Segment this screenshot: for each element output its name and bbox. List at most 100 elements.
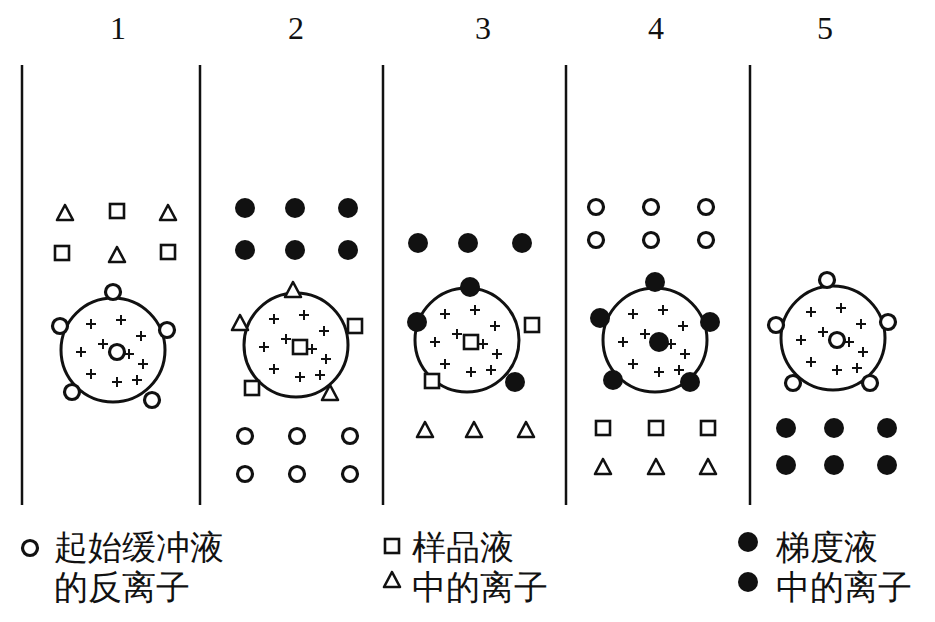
gradient-ion bbox=[235, 240, 255, 260]
fixed-charge bbox=[430, 337, 440, 347]
sample-ion-triangle bbox=[417, 422, 433, 437]
sample-ion-square bbox=[293, 340, 307, 354]
gradient-ion bbox=[285, 198, 305, 218]
gradient-ion bbox=[824, 418, 844, 438]
gradient-ion bbox=[680, 372, 700, 392]
exchanger-bead bbox=[603, 288, 707, 392]
gradient-ion bbox=[738, 532, 758, 552]
gradient-ion bbox=[776, 418, 796, 438]
buffer-counter-ion bbox=[699, 233, 714, 248]
buffer-counter-ion bbox=[106, 285, 121, 300]
buffer-counter-ion bbox=[290, 467, 305, 482]
fixed-charge bbox=[806, 307, 816, 317]
sample-ion-square bbox=[110, 204, 124, 218]
step-number: 1 bbox=[110, 12, 126, 44]
fixed-charge bbox=[76, 347, 86, 357]
exchanger-bead bbox=[781, 286, 885, 390]
sample-ion-square bbox=[55, 246, 69, 260]
gradient-ion bbox=[338, 198, 358, 218]
fixed-charge bbox=[136, 331, 146, 341]
step-number: 5 bbox=[817, 12, 833, 44]
fixed-charge bbox=[319, 326, 329, 336]
fixed-charge bbox=[858, 347, 868, 357]
sample-ion-triangle bbox=[700, 459, 716, 474]
sample-ion-square bbox=[425, 374, 439, 388]
fixed-charge bbox=[618, 337, 628, 347]
column-divider bbox=[21, 65, 24, 505]
fixed-charge bbox=[299, 310, 309, 320]
fixed-charge bbox=[307, 344, 317, 354]
sample-ion-square bbox=[245, 381, 259, 395]
gradient-ion bbox=[645, 272, 665, 292]
fixed-charge bbox=[486, 365, 496, 375]
gradient-ion bbox=[338, 240, 358, 260]
gradient-ion bbox=[700, 312, 720, 332]
step-number: 2 bbox=[288, 12, 304, 44]
sample-ion-triangle bbox=[595, 459, 611, 474]
buffer-counter-ion bbox=[23, 541, 38, 556]
buffer-counter-ion bbox=[238, 467, 253, 482]
sample-ion-triangle bbox=[384, 572, 400, 587]
column-divider bbox=[749, 65, 752, 505]
fixed-charge bbox=[281, 334, 291, 344]
fixed-charge bbox=[640, 329, 650, 339]
buffer-counter-ion bbox=[699, 200, 714, 215]
fixed-charge bbox=[654, 367, 664, 377]
fixed-charge bbox=[628, 309, 638, 319]
fixed-charge bbox=[259, 342, 269, 352]
fixed-charge bbox=[269, 314, 279, 324]
fixed-charge bbox=[852, 363, 862, 373]
sample-ion-triangle bbox=[160, 205, 176, 220]
buffer-counter-ion bbox=[238, 429, 253, 444]
buffer-counter-ion bbox=[343, 429, 358, 444]
fixed-charge bbox=[818, 327, 828, 337]
sample-ion-square bbox=[525, 318, 539, 332]
exchanger-bead bbox=[415, 288, 519, 392]
gradient-ion bbox=[877, 418, 897, 438]
step-number: 4 bbox=[648, 12, 664, 44]
fixed-charge bbox=[440, 309, 450, 319]
fixed-charge bbox=[478, 339, 488, 349]
fixed-charge bbox=[678, 321, 688, 331]
sample-ion-triangle bbox=[109, 247, 125, 262]
sample-ion-triangle bbox=[648, 459, 664, 474]
gradient-ion bbox=[408, 233, 428, 253]
fixed-charge bbox=[86, 369, 96, 379]
gradient-ion bbox=[460, 277, 480, 297]
fixed-charge bbox=[466, 367, 476, 377]
exchanger-bead bbox=[61, 298, 165, 402]
buffer-counter-ion bbox=[786, 376, 801, 391]
column-divider bbox=[199, 65, 202, 505]
fixed-charge bbox=[492, 349, 502, 359]
column-divider bbox=[565, 65, 568, 505]
gradient-ion bbox=[824, 455, 844, 475]
buffer-counter-ion bbox=[644, 200, 659, 215]
buffer-counter-ion bbox=[65, 385, 80, 400]
fixed-charge bbox=[658, 305, 668, 315]
fixed-charge bbox=[832, 365, 842, 375]
fixed-charge bbox=[680, 349, 690, 359]
sample-ion-square bbox=[464, 335, 478, 349]
gradient-ion bbox=[776, 455, 796, 475]
gradient-ion bbox=[603, 370, 623, 390]
gradient-ion bbox=[649, 332, 669, 352]
fixed-charge bbox=[628, 359, 638, 369]
fixed-charge bbox=[132, 375, 142, 385]
fixed-charge bbox=[490, 321, 500, 331]
fixed-charge bbox=[806, 357, 816, 367]
fixed-charge bbox=[440, 359, 450, 369]
sample-ion-triangle bbox=[285, 282, 301, 297]
sample-ion-triangle bbox=[466, 422, 482, 437]
fixed-charge bbox=[321, 354, 331, 364]
buffer-counter-ion bbox=[290, 429, 305, 444]
fixed-charge bbox=[98, 339, 108, 349]
buffer-counter-ion bbox=[863, 376, 878, 391]
gradient-ion bbox=[738, 572, 758, 592]
gradient-ion bbox=[590, 308, 610, 328]
sample-ion-triangle bbox=[232, 315, 248, 330]
buffer-counter-ion bbox=[830, 333, 845, 348]
step-number: 3 bbox=[475, 12, 491, 44]
legend-text: 梯度液 中的离子 bbox=[776, 527, 912, 607]
buffer-counter-ion bbox=[820, 273, 835, 288]
buffer-counter-ion bbox=[160, 323, 175, 338]
